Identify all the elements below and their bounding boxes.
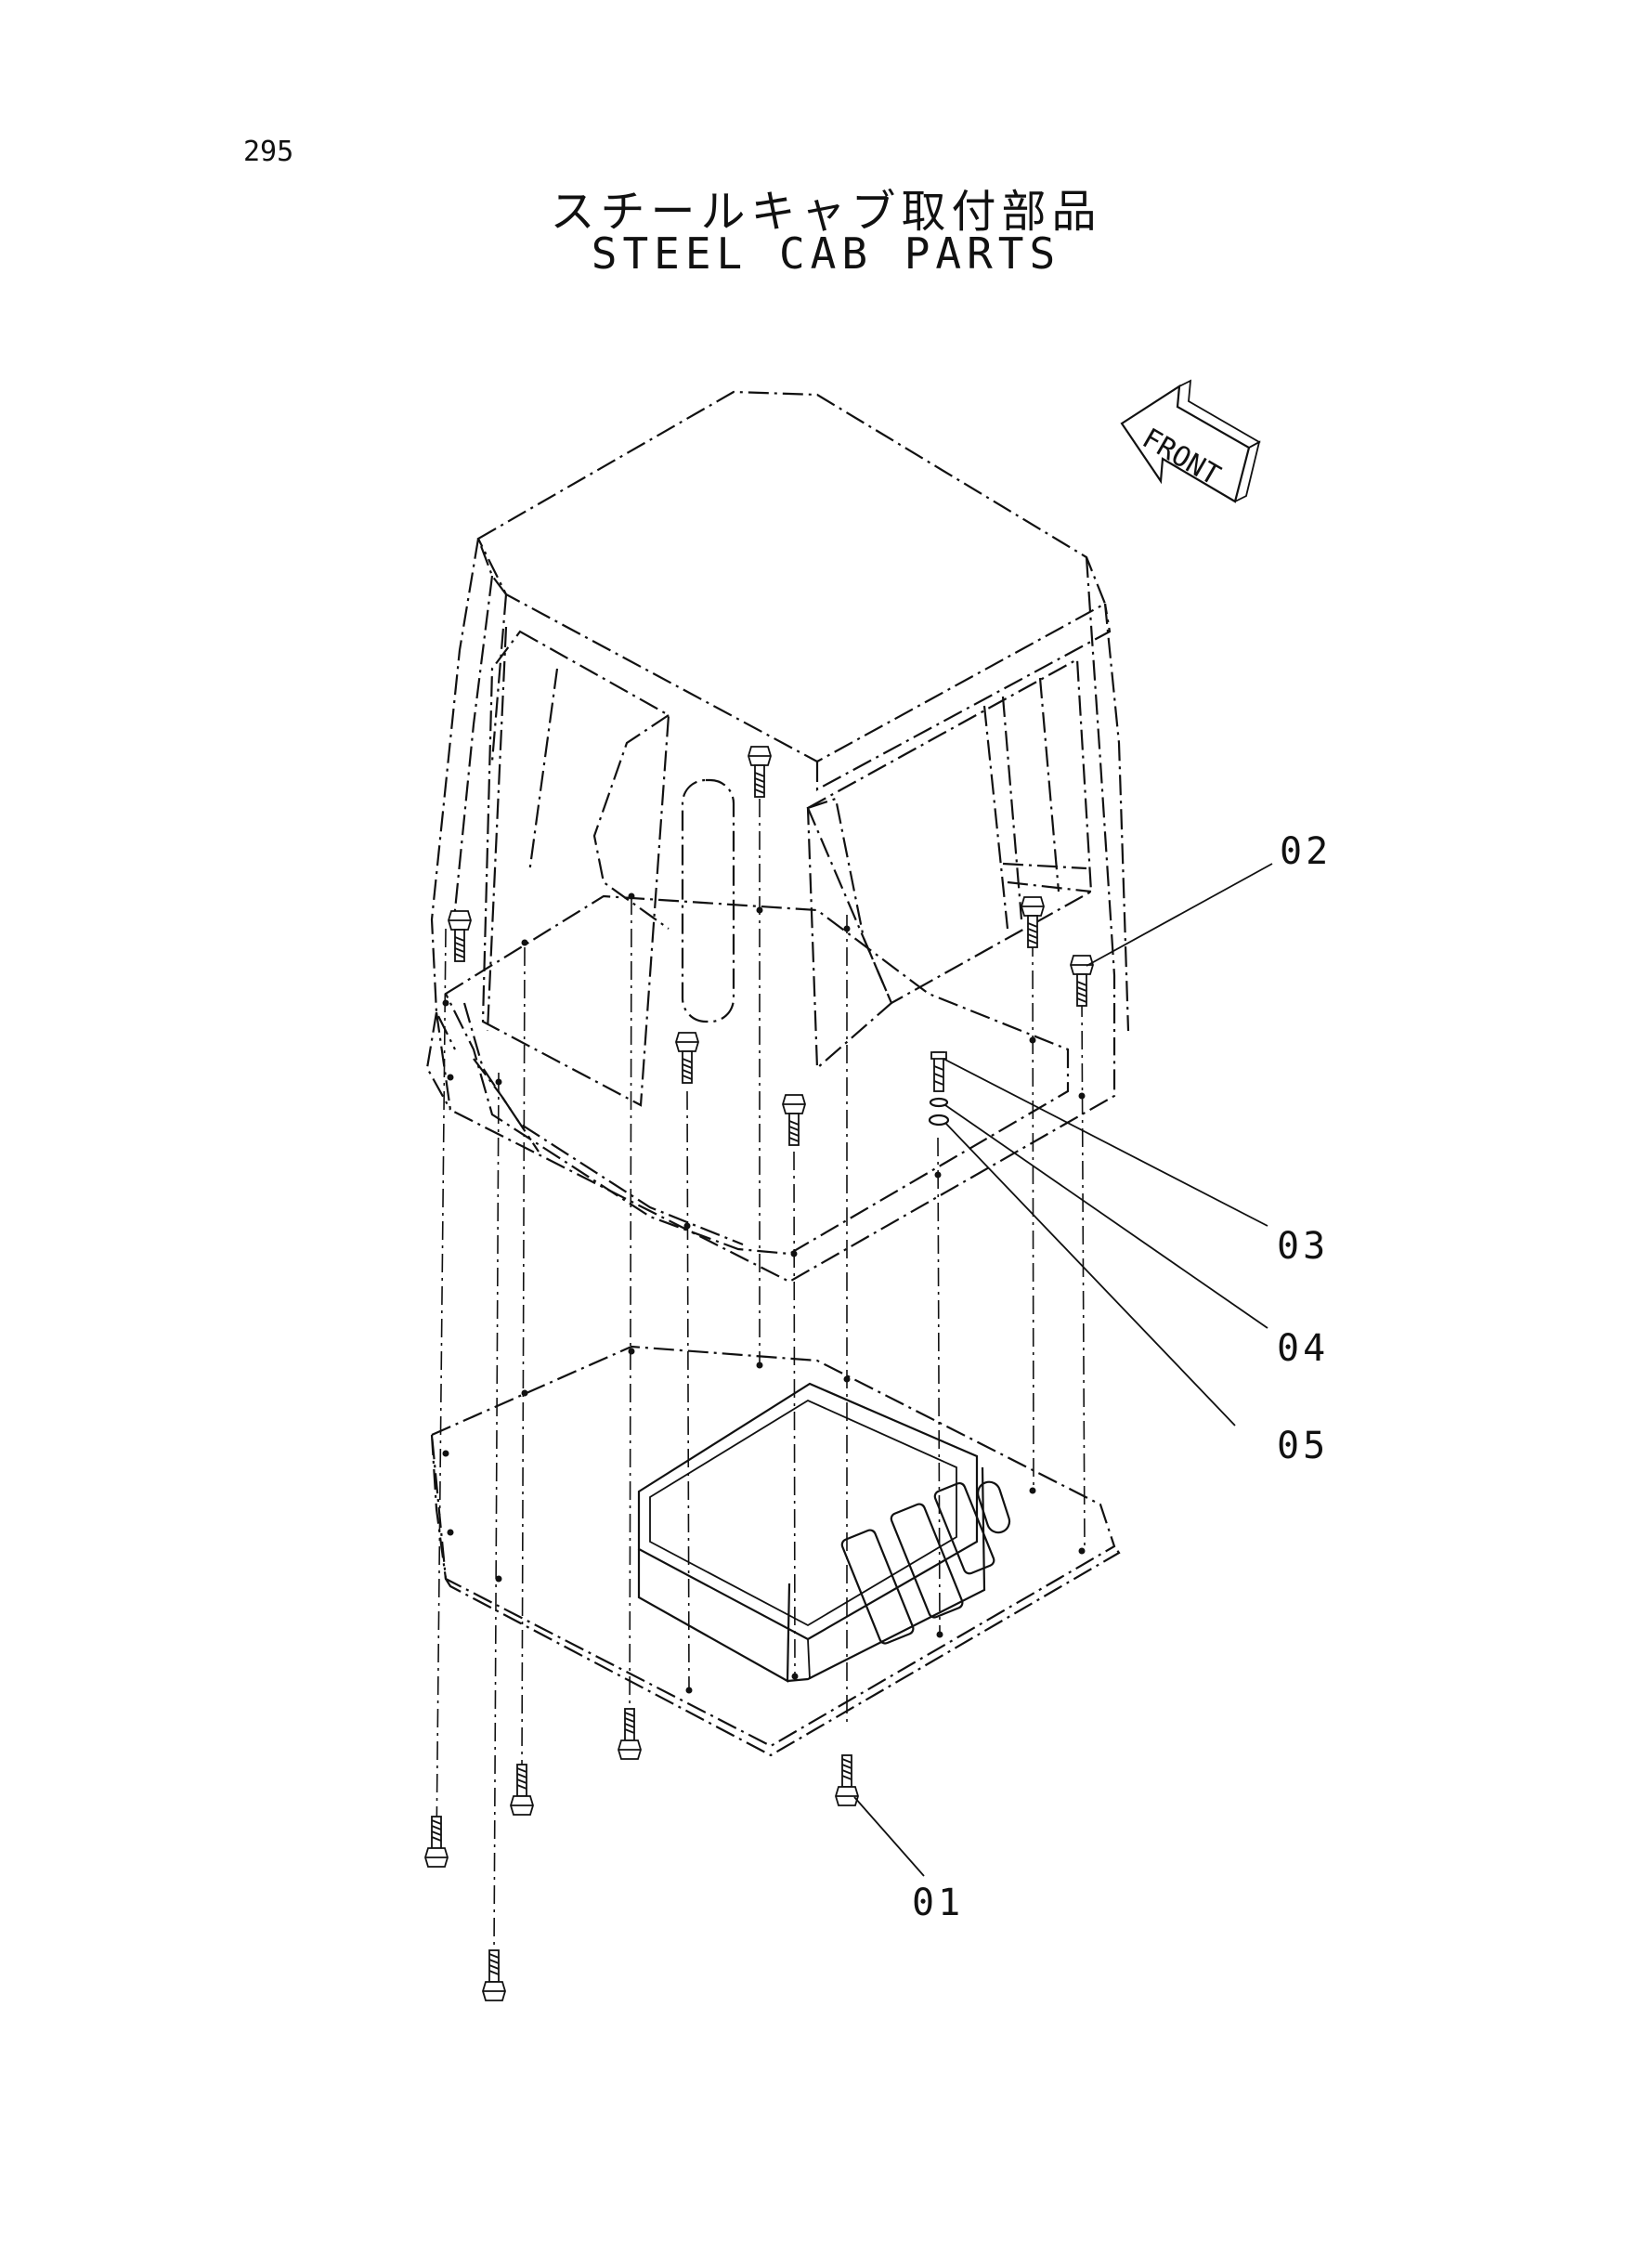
page-title-english: STEEL CAB PARTS [591,228,1061,279]
flat-washer-icon [928,1114,950,1127]
bolt-icon [748,746,772,798]
spring-washer-icon [929,1097,949,1108]
bolt-icon [448,910,472,962]
bolt-icon [1021,896,1045,948]
floor-plate [430,1345,1121,1757]
page-number: 295 [243,136,294,168]
callout-01: 01 [912,1882,964,1924]
bolt-icon [482,1949,506,2001]
bolt-icon [1070,955,1094,1007]
callout-leaders [853,863,1273,1877]
cab-body-outline [425,390,1130,1283]
lower-bolts [424,1708,859,2001]
stud-washer-stack [928,1051,950,1127]
bolt-icon [618,1708,642,1760]
bolt-icon [510,1764,534,1816]
bolt-icon [675,1032,699,1084]
callout-04: 04 [1277,1327,1329,1370]
callout-05: 05 [1277,1425,1329,1467]
console-box [637,1382,1011,1683]
page-title-japanese: スチールキャブ取付部品 [550,186,1102,238]
callout-03: 03 [1277,1225,1329,1268]
callout-02: 02 [1280,830,1332,873]
bolt-icon [782,1094,806,1146]
front-arrow-icon: FRONT [1120,379,1261,503]
bolt-hole-markers [442,892,1086,1694]
bolt-icon [424,1816,449,1868]
bolt-center-lines [436,799,1086,1956]
front-label: FRONT [1137,423,1226,492]
